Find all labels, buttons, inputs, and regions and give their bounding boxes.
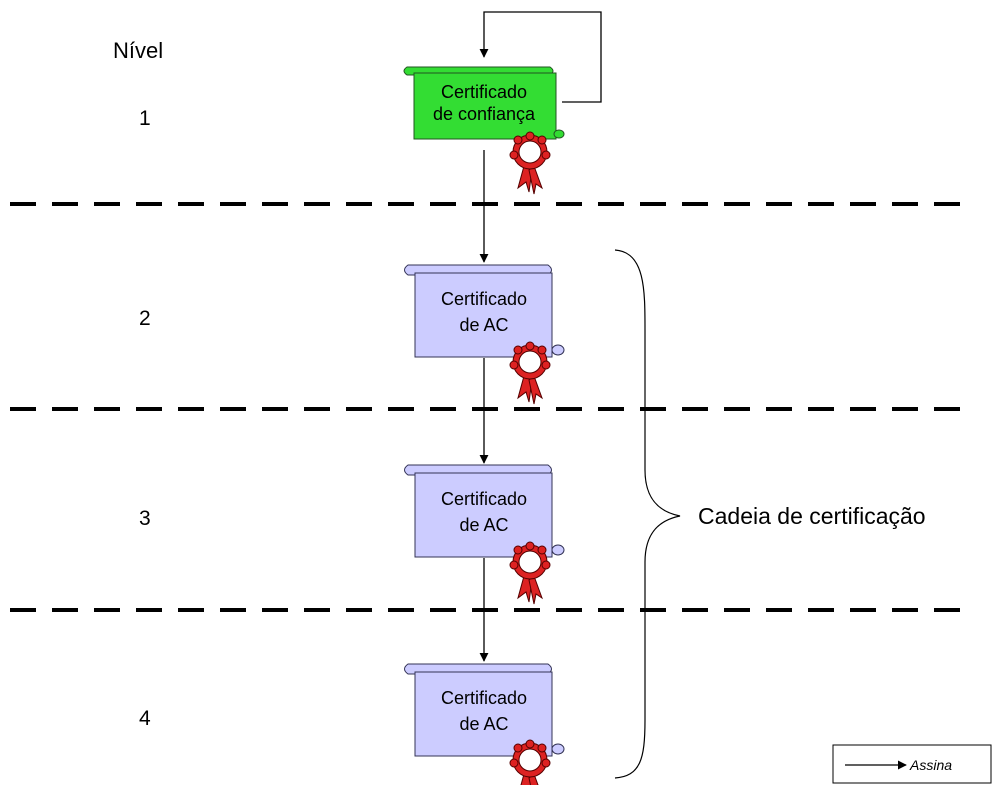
ca-certificate-level-4: Certificado de AC: [404, 663, 565, 785]
ca-certificate-line1: Certificado: [441, 489, 527, 509]
level-1-label: 1: [139, 107, 151, 130]
root-certificate-line1: Certificado: [441, 82, 527, 102]
ca-certificate-line2: de AC: [459, 315, 508, 335]
level-2-label: 2: [139, 307, 151, 330]
root-certificate: Certificado de confiança: [403, 66, 565, 195]
root-certificate-line2: de confiança: [433, 104, 536, 124]
level-3-label: 3: [139, 507, 151, 530]
level-4-label: 4: [139, 707, 151, 730]
chain-label: Cadeia de certificação: [698, 503, 926, 529]
ca-certificate-line2: de AC: [459, 515, 508, 535]
ca-certificate-level-2: Certificado de AC: [404, 264, 565, 405]
level-header: Nível: [113, 38, 163, 63]
ca-certificate-line1: Certificado: [441, 688, 527, 708]
legend: Assina: [832, 744, 992, 784]
ca-certificate-line1: Certificado: [441, 289, 527, 309]
legend-label: Assina: [909, 757, 952, 773]
self-sign-arrow: [479, 11, 602, 103]
ca-certificate-level-3: Certificado de AC: [404, 464, 565, 605]
chain-brace: [614, 249, 681, 779]
ca-certificate-line2: de AC: [459, 714, 508, 734]
